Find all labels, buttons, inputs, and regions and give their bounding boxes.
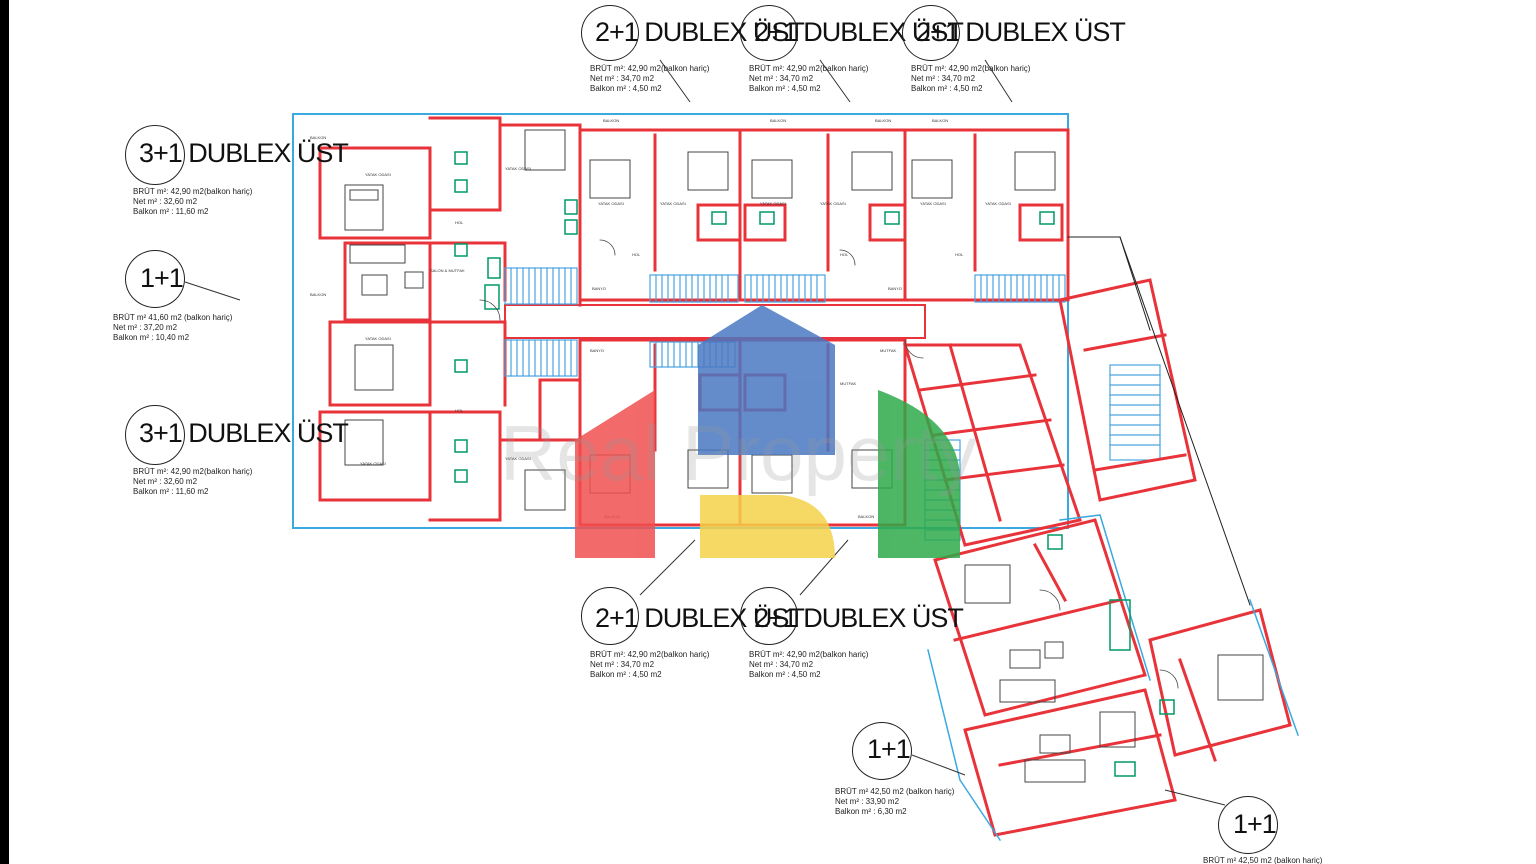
unit-title: 3+1 DUBLEX ÜST xyxy=(139,418,349,448)
svg-text:BALKON: BALKON xyxy=(932,118,948,123)
unit-title: 1+1 xyxy=(867,734,911,764)
svg-text:YATAK ODASI: YATAK ODASI xyxy=(920,201,946,206)
svg-text:YATAK ODASI: YATAK ODASI xyxy=(365,336,391,341)
svg-text:HOL: HOL xyxy=(840,252,849,257)
svg-text:BALKON: BALKON xyxy=(770,118,786,123)
top-units-walls xyxy=(578,128,1070,302)
svg-text:YATAK ODASI: YATAK ODASI xyxy=(365,172,391,177)
svg-text:BALKON: BALKON xyxy=(310,292,326,297)
unit-info: BRÜT m²: 42,90 m2(balkon hariç) Net m² :… xyxy=(133,467,253,496)
svg-text:YATAK ODASI: YATAK ODASI xyxy=(760,201,786,206)
left-black-border xyxy=(0,0,9,864)
right-wing-outline xyxy=(927,514,1299,842)
svg-text:BALKON: BALKON xyxy=(603,118,619,123)
svg-text:HOL: HOL xyxy=(955,252,964,257)
unit-circle xyxy=(852,722,912,780)
unit-circle xyxy=(125,250,185,308)
unit-title: 1+1 xyxy=(140,263,184,293)
svg-text:YATAK ODASI: YATAK ODASI xyxy=(660,201,686,206)
svg-text:YATAK ODASI: YATAK ODASI xyxy=(505,166,531,171)
fixtures xyxy=(454,151,1175,777)
unit-info: BRÜT m²: 42,90 m2(balkon hariç) Net m² :… xyxy=(590,650,710,679)
svg-text:SALON & MUTFAK: SALON & MUTFAK xyxy=(430,268,465,273)
furniture xyxy=(344,129,1264,783)
unit-info: BRÜT m²: 42,90 m2(balkon hariç) Net m² :… xyxy=(749,650,869,679)
unit-circle xyxy=(125,125,185,185)
unit-info: BRÜT m²: 42,90 m2(balkon hariç) Net m² :… xyxy=(911,64,1031,93)
unit-circle xyxy=(740,587,798,645)
unit-title: 2+1 DUBLEX ÜST xyxy=(916,17,1126,47)
svg-text:BANYO: BANYO xyxy=(888,286,902,291)
unit-circle xyxy=(581,587,639,645)
right-wing-outer-lines xyxy=(1067,236,1251,606)
svg-text:YATAK ODASI: YATAK ODASI xyxy=(598,201,624,206)
left-units-walls xyxy=(318,116,582,522)
unit-circle xyxy=(902,5,960,61)
watermark-text: Real Property xyxy=(500,409,977,497)
svg-text:HOL: HOL xyxy=(455,408,464,413)
svg-text:BALKON: BALKON xyxy=(858,514,874,519)
svg-text:YATAK ODASI: YATAK ODASI xyxy=(985,201,1011,206)
svg-text:YATAK ODASI: YATAK ODASI xyxy=(360,461,386,466)
unit-info: BRÜT m²: 42,90 m2(balkon hariç) Net m² :… xyxy=(749,64,869,93)
svg-text:BANYO: BANYO xyxy=(590,348,604,353)
watermark-logo xyxy=(575,305,960,558)
unit-info: BRÜT m² 42,50 m2 (balkon hariç) xyxy=(1203,856,1323,864)
svg-text:HOL: HOL xyxy=(632,252,641,257)
leader-lines xyxy=(184,59,1226,806)
right-wing-walls xyxy=(902,278,1292,837)
unit-title: 2+1 DUBLEX ÜST xyxy=(754,603,964,633)
svg-text:MUTFAK: MUTFAK xyxy=(880,348,897,353)
svg-text:YATAK ODASI: YATAK ODASI xyxy=(505,456,531,461)
svg-text:MUTFAK: MUTFAK xyxy=(840,381,857,386)
unit-info: BRÜT m² 42,50 m2 (balkon hariç) Net m² :… xyxy=(835,787,955,816)
unit-circle xyxy=(125,405,185,465)
building-outline xyxy=(292,113,1069,529)
svg-text:HOL: HOL xyxy=(455,220,464,225)
unit-circle xyxy=(581,5,639,61)
svg-text:BALKON: BALKON xyxy=(875,118,891,123)
svg-text:BANYO: BANYO xyxy=(592,286,606,291)
unit-circle xyxy=(740,5,798,61)
room-labels: BALKON BALKON BALKON BALKON BALKON YATAK… xyxy=(310,118,1011,519)
doors xyxy=(479,239,1179,689)
corridor xyxy=(504,304,926,339)
unit-info: BRÜT m²: 42,90 m2(balkon hariç) Net m² :… xyxy=(133,187,253,216)
unit-info: BRÜT m²: 42,90 m2(balkon hariç) Net m² :… xyxy=(590,64,710,93)
svg-text:YATAK ODASI: YATAK ODASI xyxy=(820,201,846,206)
unit-circle xyxy=(1218,796,1278,854)
unit-title: 3+1 DUBLEX ÜST xyxy=(139,138,349,168)
unit-title: 1+1 xyxy=(1233,809,1277,839)
unit-info: BRÜT m² 41,60 m2 (balkon hariç) Net m² :… xyxy=(113,313,233,342)
room-label-balkon: BALKON xyxy=(310,135,326,140)
